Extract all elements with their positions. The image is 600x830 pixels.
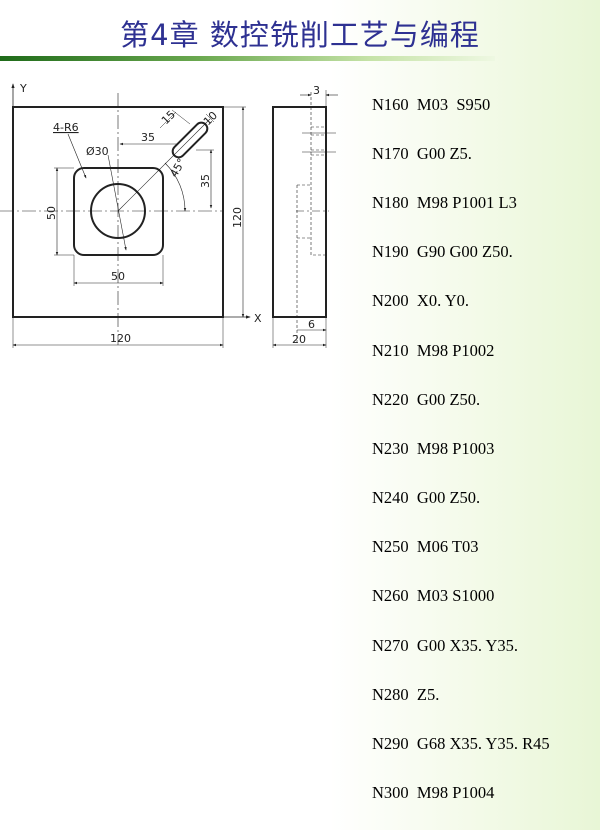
square-pocket xyxy=(73,167,164,256)
code-line: N280 Z5. xyxy=(372,684,440,704)
dim-slot-y: 35 xyxy=(199,174,212,188)
side-view-outline xyxy=(272,106,327,318)
dim-slot-x: 35 xyxy=(141,131,155,144)
code-line: N270 G00 X35. Y35. xyxy=(372,635,519,655)
dim-circle: Ø30 xyxy=(86,145,109,158)
code-line: N190 G90 G00 Z50. xyxy=(372,242,513,262)
code-line: N250 M06 T03 xyxy=(372,537,479,557)
code-line: N210 M98 P1002 xyxy=(372,340,495,360)
code-line: N220 G00 Z50. xyxy=(372,389,481,409)
code-line: N180 M98 P1001 L3 xyxy=(372,192,517,212)
dim-slot-length: 15 xyxy=(159,108,178,127)
dim-angle: 45° xyxy=(167,156,188,179)
dim-pocket-width: 50 xyxy=(111,270,125,283)
dim-pocket-height: 50 xyxy=(45,206,58,220)
y-axis-label: Y xyxy=(19,82,27,95)
part-drawing: Y X 120 120 50 50 35 35 45° Ø30 4-R6 15 … xyxy=(0,82,338,348)
slide-title: 第4章 数控铣削工艺与编程 xyxy=(120,18,480,52)
code-line: N200 X0. Y0. xyxy=(372,291,470,311)
dim-pocket-depth: 6 xyxy=(308,318,315,331)
code-line: N170 G00 Z5. xyxy=(372,143,472,163)
slot xyxy=(171,121,209,159)
code-line: N240 G00 Z50. xyxy=(372,488,481,508)
code-line: N260 M03 S1000 xyxy=(372,586,495,606)
code-line: N160 M03 S950 xyxy=(372,94,491,114)
code-line: N300 M98 P1004 xyxy=(372,783,495,803)
title-underline xyxy=(0,56,495,61)
dim-width: 120 xyxy=(110,332,131,345)
code-line: N230 M98 P1003 xyxy=(372,438,495,458)
dim-height: 120 xyxy=(231,207,244,228)
x-axis-label: X xyxy=(254,312,262,325)
dim-corner-radius: 4-R6 xyxy=(53,121,79,134)
dim-slot-depth: 3 xyxy=(313,84,320,97)
code-line: N290 G68 X35. Y35. R45 xyxy=(372,734,550,754)
nc-program: N160 M03 S950 N170 G00 Z5. N180 M98 P100… xyxy=(372,68,550,830)
dim-side-thickness: 20 xyxy=(292,333,306,346)
